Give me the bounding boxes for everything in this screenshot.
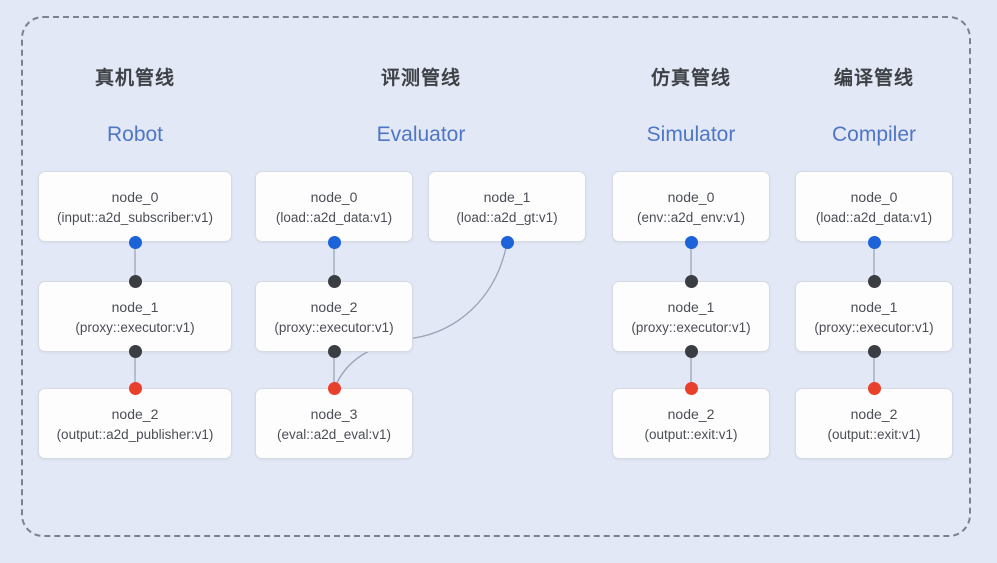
output-port-dot [327,235,341,249]
output-port-dot-dark [128,344,142,358]
evaluator-node-1: node_1 (load::a2d_gt:v1) [428,171,586,242]
output-port-dot [867,235,881,249]
node-subtitle: (eval::a2d_eval:v1) [276,426,392,442]
pipeline-title-en-evaluator: Evaluator [376,123,466,146]
node-subtitle: (output::exit:v1) [644,426,738,442]
pipeline-title-zh-compiler: 编译管线 [833,68,914,89]
compiler-node-0: node_0 (load::a2d_data:v1) [795,171,953,242]
node-subtitle: (output::exit:v1) [827,426,921,442]
input-port-dot [128,274,142,288]
pipeline-title-zh-simulator: 仿真管线 [650,68,731,89]
node-title: node_2 [310,298,358,315]
input-port-dot [867,274,881,288]
node-subtitle: (proxy::executor:v1) [631,319,751,335]
robot-node-0: node_0 (input::a2d_subscriber:v1) [38,171,232,242]
node-subtitle: (proxy::executor:v1) [814,319,934,335]
node-title: node_0 [111,188,159,205]
node-title: node_2 [850,405,898,422]
node-title: node_0 [850,188,898,205]
pipeline-title-en-robot: Robot [106,123,164,146]
simulator-node-0: node_0 (env::a2d_env:v1) [612,171,770,242]
node-subtitle: (load::a2d_gt:v1) [456,209,558,225]
node-title: node_2 [111,405,159,422]
dashed-frame [21,16,971,537]
edge-evaluator-1-3-curve [334,242,508,388]
terminal-port-dot [128,381,142,395]
pipeline-title-en-simulator: Simulator [646,123,736,146]
output-port-dot [684,235,698,249]
node-title: node_3 [310,405,358,422]
output-port-dot-dark [867,344,881,358]
pipeline-title-en-compiler: Compiler [831,123,917,146]
output-port-dot [128,235,142,249]
evaluator-node-2: node_2 (proxy::executor:v1) [255,281,413,352]
compiler-node-1: node_1 (proxy::executor:v1) [795,281,953,352]
evaluator-node-0: node_0 (load::a2d_data:v1) [255,171,413,242]
node-subtitle: (load::a2d_data:v1) [815,209,933,225]
simulator-node-2: node_2 (output::exit:v1) [612,388,770,459]
evaluator-node-3: node_3 (eval::a2d_eval:v1) [255,388,413,459]
input-port-dot [327,274,341,288]
node-subtitle: (env::a2d_env:v1) [636,209,746,225]
node-title: node_2 [667,405,715,422]
node-subtitle: (output::a2d_publisher:v1) [56,426,214,442]
node-subtitle: (proxy::executor:v1) [75,319,195,335]
pipeline-title-zh-robot: 真机管线 [94,68,175,89]
node-title: node_1 [850,298,898,315]
node-title: node_0 [310,188,358,205]
node-title: node_1 [483,188,531,205]
robot-node-2: node_2 (output::a2d_publisher:v1) [38,388,232,459]
node-title: node_1 [111,298,159,315]
node-title: node_0 [667,188,715,205]
terminal-port-dot [327,381,341,395]
simulator-node-1: node_1 (proxy::executor:v1) [612,281,770,352]
terminal-port-dot [867,381,881,395]
robot-node-1: node_1 (proxy::executor:v1) [38,281,232,352]
terminal-port-dot [684,381,698,395]
node-subtitle: (proxy::executor:v1) [274,319,394,335]
node-subtitle: (input::a2d_subscriber:v1) [56,209,214,225]
output-port-dot [500,235,514,249]
pipeline-title-zh-evaluator: 评测管线 [380,68,461,89]
input-port-dot [684,274,698,288]
node-subtitle: (load::a2d_data:v1) [275,209,393,225]
output-port-dot-dark [327,344,341,358]
output-port-dot-dark [684,344,698,358]
compiler-node-2: node_2 (output::exit:v1) [795,388,953,459]
node-title: node_1 [667,298,715,315]
